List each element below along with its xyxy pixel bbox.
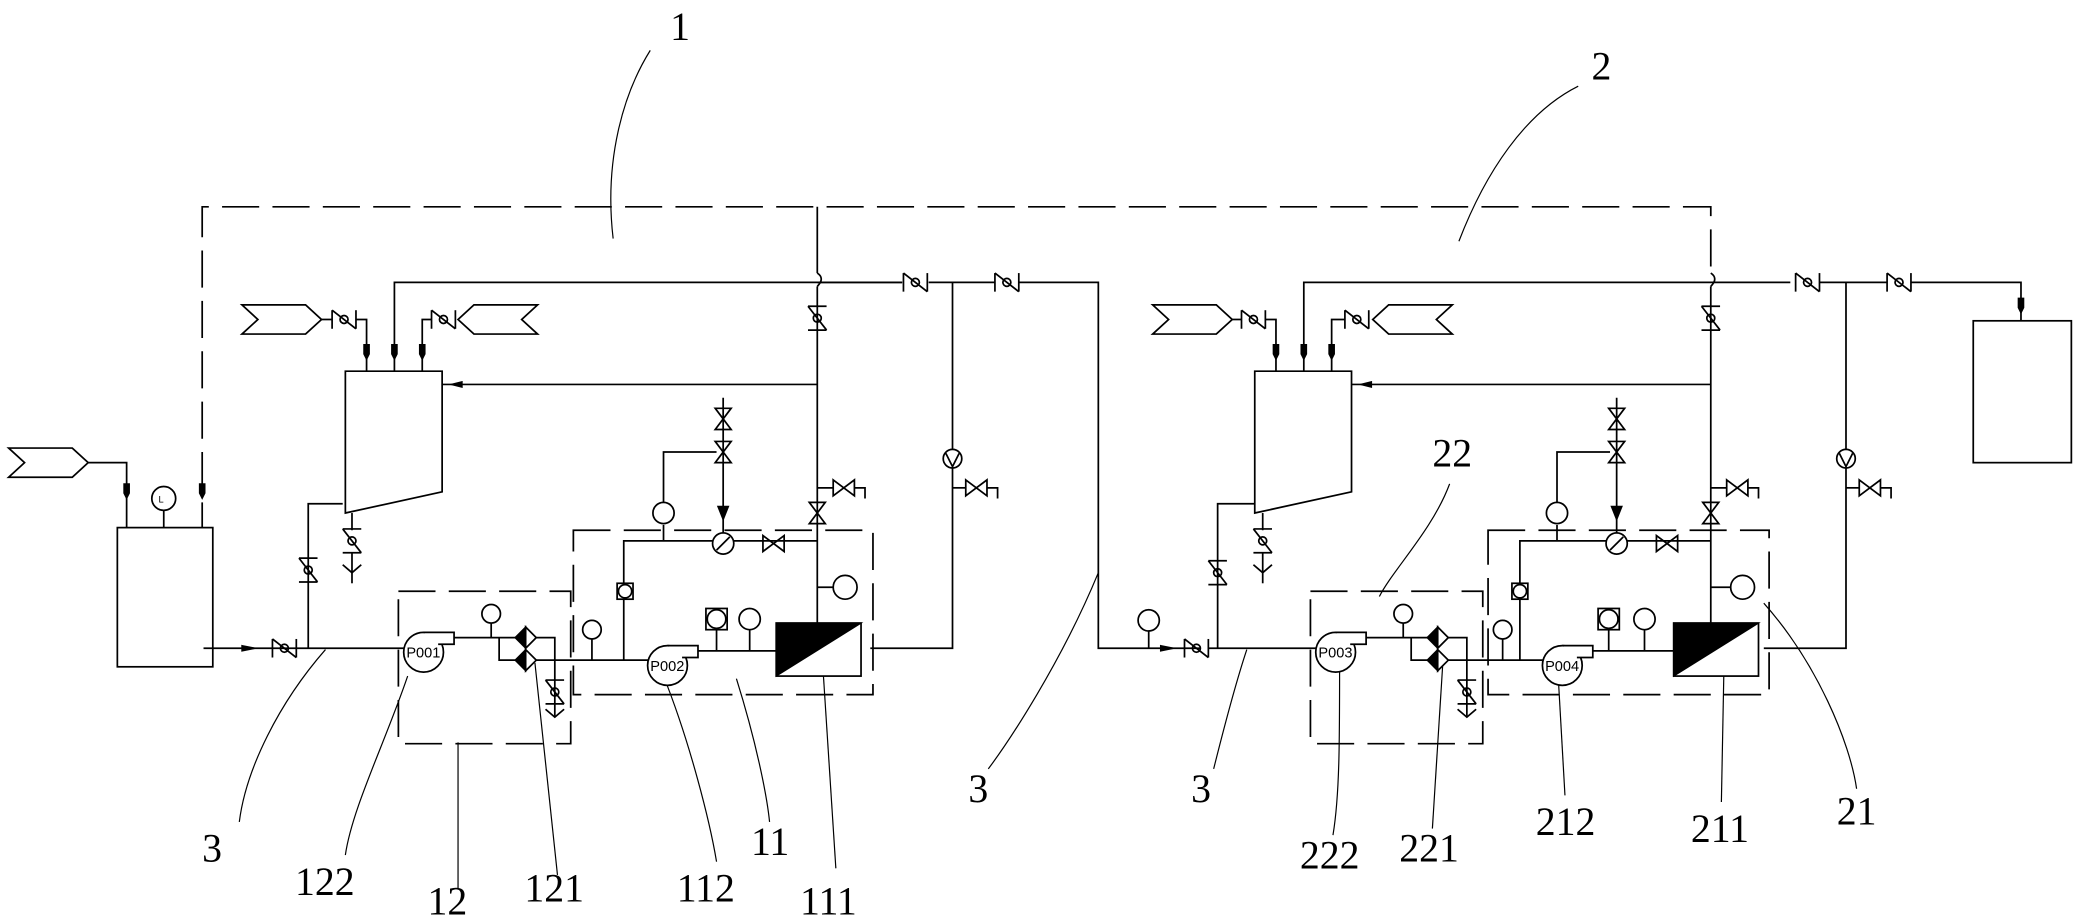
cleaning-tank-1: [241, 281, 903, 584]
ref-211: 211: [1691, 807, 1749, 851]
pump-p004-label: P004: [1545, 659, 1579, 675]
ref-22: 22: [1432, 432, 1472, 476]
unit-12-prefilter: P001: [397, 590, 651, 745]
feed-tank-1: L: [7, 447, 214, 668]
pump-p003-label: P003: [1318, 646, 1352, 662]
permeate-header-1: [807, 272, 1201, 650]
cleaning-tank-2: [1151, 281, 1791, 584]
pump-p002-label: P002: [650, 659, 684, 675]
ref-221: 221: [1399, 827, 1459, 871]
ref-222: 222: [1300, 833, 1360, 877]
ref-12: 12: [428, 880, 468, 920]
level-gauge: [150, 485, 177, 512]
ref-121: 121: [524, 866, 584, 910]
unit-11-ro: P002: [572, 397, 874, 696]
ref-111: 111: [800, 880, 857, 920]
ref-212: 212: [1536, 800, 1596, 844]
ref-1: 1: [670, 5, 690, 49]
ref-3c: 3: [1191, 767, 1211, 811]
signal-line: [201, 205, 1712, 540]
ref-3b: 3: [968, 767, 988, 811]
ref-112: 112: [677, 866, 735, 910]
unit-21-ro: P004: [1487, 397, 1770, 696]
ref-3a: 3: [202, 827, 222, 871]
product-tank: [1972, 319, 2073, 464]
ref-11: 11: [751, 820, 789, 864]
feed-line-1: [203, 502, 406, 659]
pump-p001-label: P001: [406, 646, 440, 662]
ref-2: 2: [1591, 45, 1611, 89]
transfer-line: [1137, 502, 1327, 659]
permeate-header-2: [1700, 272, 2073, 650]
svg-text:L: L: [158, 494, 163, 504]
ref-122: 122: [295, 860, 355, 904]
unit-22-prefilter: P003: [1309, 590, 1544, 745]
reference-numerals: 1 2 3 3 3 122 12 121 112 11 111 22 222 2…: [202, 5, 1876, 920]
leader-lines: [238, 50, 1858, 889]
ref-21: 21: [1837, 790, 1877, 834]
